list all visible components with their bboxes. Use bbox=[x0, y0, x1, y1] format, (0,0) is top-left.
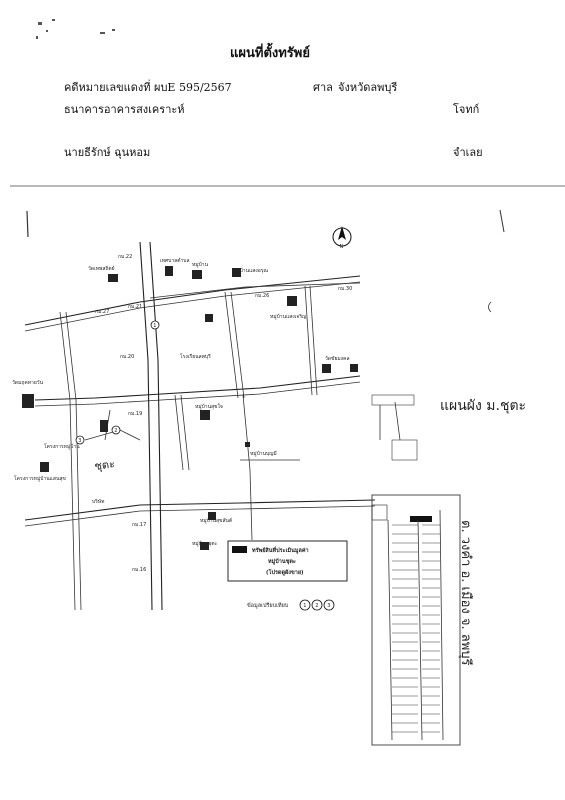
km-label: กม.27 bbox=[95, 309, 109, 315]
court-label: ศาล bbox=[313, 81, 333, 94]
case-number: คดีหมายเลขแดงที่ ผบE 595/2567 bbox=[64, 81, 232, 94]
scan-mark bbox=[488, 301, 492, 313]
soi-a bbox=[174, 394, 184, 471]
place-label: วัดชัยมงคล bbox=[325, 356, 350, 362]
svg-text:2: 2 bbox=[114, 428, 117, 434]
svg-text:1: 1 bbox=[153, 323, 156, 329]
legend-title: ทรัพย์สินที่ประเมินมูลค่า bbox=[252, 546, 309, 555]
sources-label: ข้อมูลเปรียบเทียบ bbox=[247, 602, 289, 609]
km-label: กม.19 bbox=[128, 411, 142, 417]
scan-mark bbox=[26, 210, 29, 238]
km-label: กม.30 bbox=[338, 286, 352, 292]
plaintiff-name: ธนาคารอาคารสงเคราะห์ bbox=[64, 103, 185, 116]
road-inner-b bbox=[230, 291, 245, 399]
north-arrow-icon: N bbox=[332, 226, 352, 250]
place-label: วัดมฤคทายวัน bbox=[12, 380, 44, 386]
highway-main bbox=[139, 241, 153, 611]
road-south-inner bbox=[242, 394, 253, 541]
source-number: 3 bbox=[327, 603, 330, 609]
legend-village: หมู่บ้านชุตะ bbox=[268, 557, 296, 566]
place-label: บริษัท bbox=[92, 498, 104, 505]
handwritten-address: ต. วงคำ อ. เมือง จ. ลพบุรี bbox=[458, 520, 474, 666]
place-label: หมู่บ้านชุตะ bbox=[192, 540, 218, 547]
village-site-plan bbox=[371, 394, 461, 746]
road-north-edge bbox=[24, 281, 361, 332]
road-east bbox=[304, 285, 313, 396]
km-label: กม.16 bbox=[132, 567, 146, 573]
road-inner-a bbox=[224, 291, 239, 399]
road-west-edge bbox=[65, 311, 82, 611]
source-number: 1 bbox=[303, 603, 306, 609]
road-service bbox=[149, 282, 361, 299]
buildings bbox=[22, 266, 358, 550]
handwritten-plan-label: แผนผัง ม.ชุตะ bbox=[440, 398, 526, 414]
road-middle bbox=[34, 375, 361, 401]
place-label: วัดเทพสถิตย์ bbox=[88, 265, 115, 272]
road-east-edge bbox=[309, 285, 318, 396]
highway-main-edge bbox=[149, 241, 163, 611]
km-label: กม.17 bbox=[132, 522, 146, 528]
km-label: กม.22 bbox=[118, 254, 132, 260]
km-label: กม.21 bbox=[128, 304, 142, 310]
place-label: หมู่บ้านแสงอรุณ bbox=[233, 267, 268, 274]
soi-b bbox=[180, 394, 190, 471]
defendant-role: จำเลย bbox=[453, 146, 483, 159]
road-south bbox=[24, 499, 376, 521]
km-label: กม.26 bbox=[255, 293, 269, 299]
page-title: แผนที่ตั้งทรัพย์ bbox=[230, 46, 310, 61]
road-north bbox=[24, 275, 361, 326]
road-middle-edge bbox=[34, 381, 361, 407]
place-label: โรงเรียนลพบุรี bbox=[180, 353, 211, 360]
source-number: 2 bbox=[315, 603, 318, 609]
place-label: โครงการหมู่บ้านแสนสุข bbox=[14, 475, 66, 482]
place-label: เทศบาลตำบล bbox=[160, 258, 190, 264]
place-label: หมู่บ้านสุขใจ bbox=[195, 403, 223, 410]
defendant-name: นายธีรักษ์ ฉุนหอม bbox=[64, 146, 151, 159]
road-south-edge bbox=[24, 505, 376, 527]
place-label: หมู่บ้าน bbox=[192, 261, 209, 268]
road-west bbox=[59, 311, 76, 611]
place-label: หมู่บ้านแสงเจริญ bbox=[270, 313, 306, 320]
source-markers: 1 2 3 bbox=[299, 599, 335, 611]
legend-swatch-icon bbox=[232, 546, 247, 553]
svg-text:3: 3 bbox=[78, 438, 81, 444]
svg-text:N: N bbox=[340, 244, 344, 250]
subject-plot bbox=[410, 516, 432, 522]
place-label: โครงการหมู่บ้าน bbox=[44, 443, 80, 450]
scan-specks bbox=[36, 19, 115, 39]
scan-mark bbox=[499, 209, 505, 233]
km-label: กม.20 bbox=[120, 354, 134, 360]
map-markers: 1 2 3 bbox=[75, 320, 160, 445]
plaintiff-role: โจทก์ bbox=[453, 103, 480, 116]
place-label: หมู่บ้านบุญมี bbox=[250, 450, 277, 457]
legend-box: ทรัพย์สินที่ประเมินมูลค่า หมู่บ้านชุตะ (… bbox=[227, 540, 348, 582]
handwritten-map-note: ชุตะ bbox=[94, 457, 116, 473]
court-name: จังหวัดลพบุรี bbox=[338, 81, 398, 94]
legend-note: (โปรดดูผังขาย) bbox=[266, 568, 304, 577]
place-label: หมู่บ้านสุขสันต์ bbox=[200, 517, 232, 524]
